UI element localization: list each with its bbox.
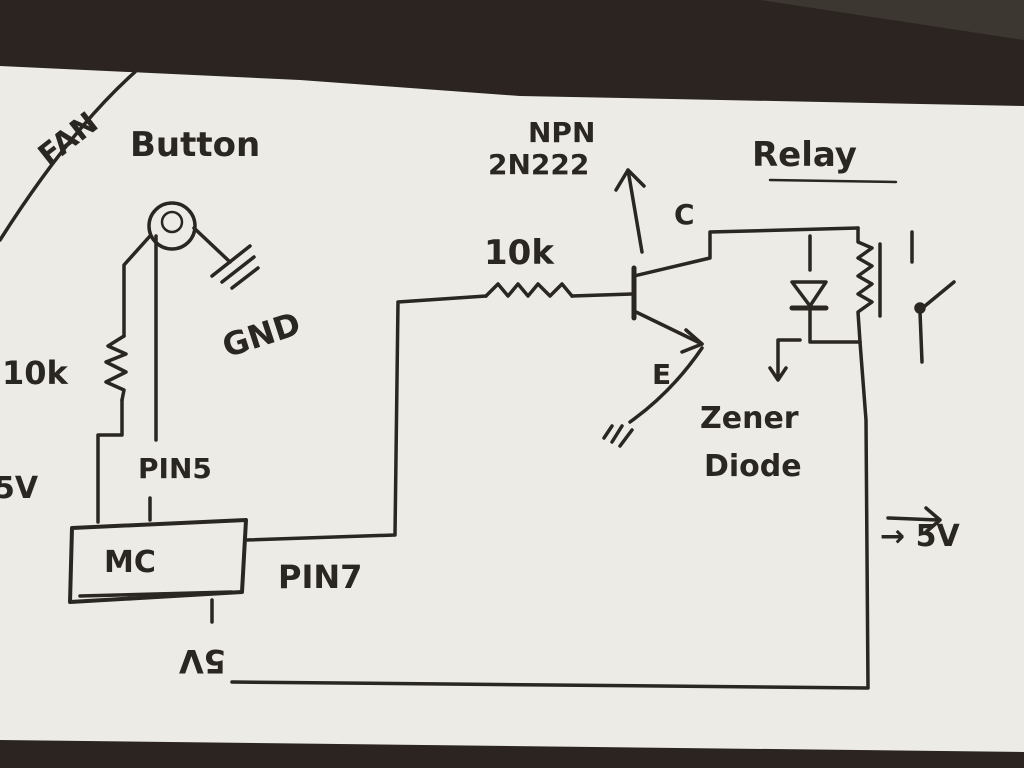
button-cap [160, 210, 184, 234]
resistor-10k-base-icon [484, 282, 574, 298]
zener-label-line1: Zener [700, 401, 799, 436]
emitter-wire [634, 310, 704, 346]
button-label: Button [130, 125, 260, 165]
mc-box-base [78, 590, 234, 598]
emitter-to-gnd-wire [628, 346, 704, 424]
relay-coil-icon [856, 226, 874, 344]
relay-switch-arm-icon [918, 280, 956, 312]
fan-corner-line [0, 70, 137, 242]
mc-box [68, 518, 248, 604]
paper-sheet [0, 66, 1024, 752]
supply-return-wire [230, 340, 870, 690]
npn-label: NPN [528, 116, 595, 149]
mc-label: MC [104, 545, 156, 580]
metal-object [760, 0, 1024, 40]
relay-underline [768, 178, 898, 184]
resistor-to-mc-wire [96, 398, 124, 524]
base-wire [570, 292, 634, 298]
zener-bottom-wire [808, 308, 862, 344]
five-v-left-label: 5V [0, 471, 39, 506]
zener-pointer-arrow-icon [768, 338, 802, 382]
resistor-10k-left-icon [104, 334, 128, 402]
relay-label: Relay [752, 135, 857, 175]
ground-symbol-icon [210, 244, 260, 290]
zener-diode-icon [790, 280, 828, 308]
button-icon [147, 201, 197, 251]
right-5v-arrow-icon [886, 506, 942, 534]
emitter-label: E [652, 358, 671, 391]
resistor-label-left: 10k [2, 354, 69, 392]
relay-switch-bottom [918, 310, 924, 364]
pin7-wire [244, 294, 488, 542]
npn-part-label: 2N222 [488, 148, 589, 181]
pin5-label: PIN5 [138, 452, 212, 485]
npn-pointer-arrow-icon [614, 168, 646, 254]
emitter-ground-icon [602, 424, 634, 448]
button-gnd-wire [192, 226, 232, 264]
button-left-wire [122, 234, 152, 338]
resistor-label-base: 10k [484, 233, 555, 273]
pin7-label: PIN7 [278, 558, 362, 596]
relay-switch-pivot [914, 302, 926, 314]
collector-label: C [674, 198, 695, 231]
emitter-arrow-icon [680, 328, 704, 354]
collector-wire [632, 226, 860, 278]
five-v-bottom-label: 5V [179, 642, 226, 680]
five-v-right-label: → 5V [880, 519, 960, 554]
zener-label-line2: Diode [704, 449, 802, 484]
